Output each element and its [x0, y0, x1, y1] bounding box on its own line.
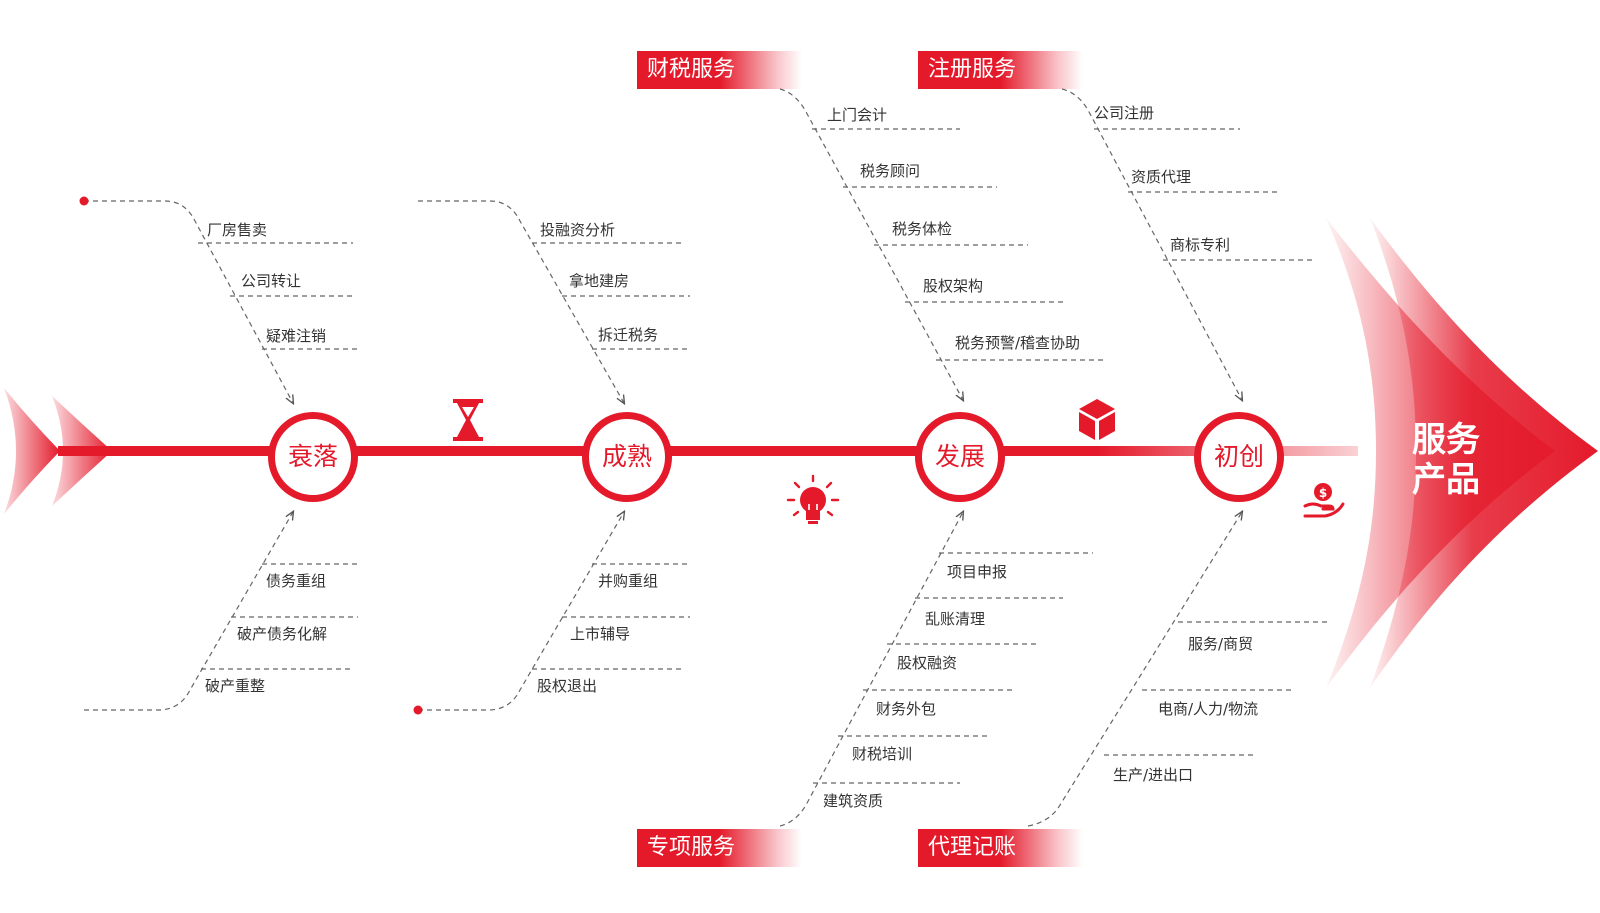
bone-bookkeeping: [1027, 512, 1242, 827]
item-label: 建筑资质: [823, 792, 884, 810]
bone-lines: [84, 88, 1330, 827]
hourglass-icon: [453, 399, 483, 441]
item-label: 拿地建房: [569, 272, 630, 290]
item-label: 债务重组: [266, 572, 327, 590]
item-label: 上市辅导: [570, 625, 631, 643]
head-line-1: 服务: [1412, 420, 1480, 460]
bone-decline-bottom: [84, 512, 293, 711]
category-tax-service: 财税服务: [637, 51, 802, 89]
bone-decline-top: [84, 200, 293, 403]
item-label: 服务/商贸: [1188, 635, 1254, 653]
bone-special: [779, 512, 963, 827]
item-label: 资质代理: [1131, 168, 1192, 186]
stage-node-startup: 初创: [1194, 412, 1284, 502]
item-label: 财务外包: [876, 700, 937, 718]
item-label: 投融资分析: [540, 221, 616, 239]
item-label: 商标专利: [1170, 236, 1231, 254]
start-dot-top: [79, 196, 89, 206]
bone-tax: [779, 88, 963, 400]
item-label: 厂房售卖: [207, 221, 268, 239]
cube-icon: [1079, 399, 1115, 440]
item-label: 拆迁税务: [598, 326, 659, 344]
category-register-service: 注册服务: [918, 51, 1083, 89]
stage-node-decline: 衰落: [268, 412, 358, 502]
stage-node-develop: 发展: [915, 412, 1005, 502]
item-label: 生产/进出口: [1113, 766, 1194, 784]
money-hand-icon: $: [1303, 483, 1345, 518]
item-label: 财税培训: [852, 745, 913, 763]
head-arrow-front: [1370, 218, 1598, 688]
item-label: 公司转让: [241, 272, 302, 290]
bone-mature-bottom: [418, 512, 624, 711]
item-label: 税务体检: [892, 220, 953, 238]
item-label: 并购重组: [598, 572, 659, 590]
item-label: 项目申报: [947, 563, 1008, 581]
service-product-title: 服务 产品: [1412, 420, 1492, 500]
head-line-2: 产品: [1412, 460, 1480, 500]
item-label: 股权退出: [537, 677, 598, 695]
item-label: 乱账清理: [925, 610, 986, 628]
item-label: 疑难注销: [266, 327, 327, 345]
bone-mature-top: [418, 200, 624, 403]
item-label: 税务顾问: [860, 162, 921, 180]
item-label: 股权架构: [923, 277, 984, 295]
svg-text:$: $: [1319, 486, 1327, 500]
category-special-service: 专项服务: [637, 829, 802, 867]
tail-chevron-1: [4, 388, 60, 514]
item-label: 上门会计: [827, 106, 888, 124]
category-bookkeeping-service: 代理记账: [918, 829, 1083, 867]
bone-register: [1061, 88, 1242, 400]
stage-node-mature: 成熟: [582, 412, 672, 502]
item-label: 破产债务化解: [237, 625, 328, 643]
lightbulb-icon: [786, 474, 840, 524]
start-dot-bottom: [413, 705, 423, 715]
item-label: 股权融资: [897, 654, 958, 672]
item-label: 税务预警/稽查协助: [955, 334, 1081, 352]
spine: [58, 446, 1358, 456]
item-label: 公司注册: [1094, 104, 1155, 122]
item-label: 破产重整: [205, 677, 266, 695]
item-label: 电商/人力/物流: [1158, 700, 1259, 718]
